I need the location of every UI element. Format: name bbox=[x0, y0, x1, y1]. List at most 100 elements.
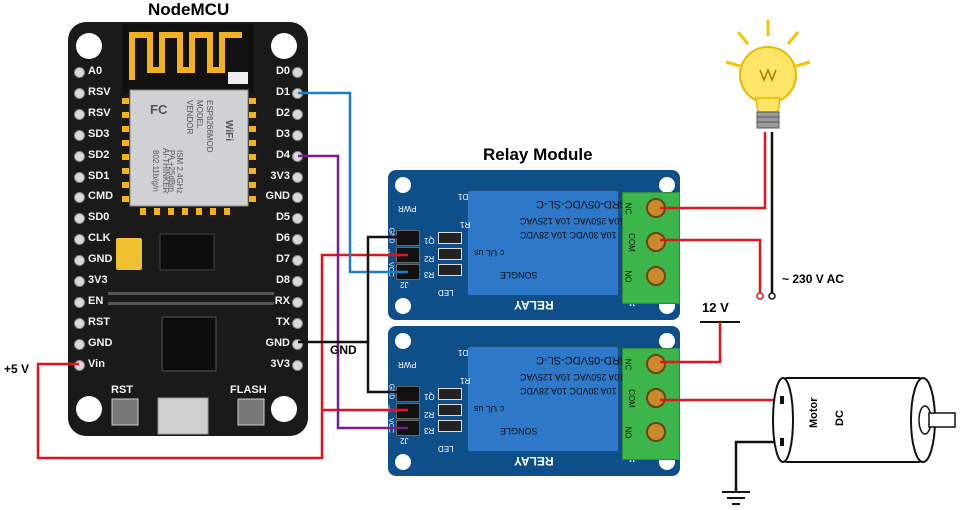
dc-label: DC bbox=[834, 410, 846, 426]
mount-hole bbox=[659, 333, 675, 349]
gnd2-wire bbox=[366, 342, 408, 394]
mount-hole bbox=[395, 454, 411, 470]
pin-header-pad bbox=[74, 234, 85, 245]
right-pin-label: GND bbox=[265, 190, 290, 202]
smd-resistor bbox=[438, 232, 462, 244]
motor-gnd-wire bbox=[734, 440, 782, 492]
smd-resistor bbox=[438, 264, 462, 276]
pin-header-pad bbox=[74, 67, 85, 78]
right-pin-label: D2 bbox=[275, 107, 290, 119]
terminal-screw bbox=[646, 266, 666, 286]
vin-wire bbox=[36, 253, 408, 460]
flash-button bbox=[237, 398, 265, 426]
left-pin-label: GND bbox=[88, 337, 113, 349]
terminal-screw bbox=[646, 422, 666, 442]
mount-hole bbox=[271, 33, 297, 59]
plus-5v-label: +5 V bbox=[4, 362, 30, 376]
pin-header-pad bbox=[292, 67, 303, 78]
supply-12v-label: 12 V bbox=[702, 300, 729, 315]
left-pin-label: SD1 bbox=[88, 170, 110, 182]
motor-12v-wire bbox=[660, 322, 722, 364]
pin-header-pad bbox=[74, 255, 85, 266]
mount-hole bbox=[271, 396, 297, 422]
pin-header-pad bbox=[292, 255, 303, 266]
lamp-com-wire bbox=[660, 238, 762, 295]
pin-header-pad bbox=[292, 109, 303, 120]
left-pin-label: A0 bbox=[88, 65, 103, 77]
pin-header-pad bbox=[292, 360, 303, 371]
pin-header-pad bbox=[292, 130, 303, 141]
left-pin-label: RSV bbox=[88, 86, 111, 98]
left-pin-label: CLK bbox=[88, 232, 111, 244]
right-pin-label: D7 bbox=[275, 253, 290, 265]
left-pin-label: GND bbox=[88, 253, 113, 265]
pin-header-pad bbox=[74, 360, 85, 371]
pin-header-pad bbox=[74, 109, 85, 120]
pin-header-pad bbox=[292, 192, 303, 203]
voltage-regulator bbox=[159, 233, 215, 271]
right-pin-label: D5 bbox=[275, 211, 290, 223]
right-pin-label: D8 bbox=[275, 274, 290, 286]
pin-header-pad bbox=[74, 130, 85, 141]
nodemcu-title: NodeMCU bbox=[148, 0, 230, 19]
mount-hole bbox=[395, 298, 411, 314]
pin-header-pad bbox=[74, 192, 85, 203]
pin-header-pad bbox=[74, 276, 85, 287]
left-pin-label: RST bbox=[88, 316, 110, 328]
esp8266-shield bbox=[129, 89, 249, 207]
antenna-trace-icon bbox=[129, 32, 242, 80]
smd-resistor bbox=[438, 248, 462, 260]
right-pin-label: D1 bbox=[275, 86, 290, 98]
left-pin-label: CMD bbox=[88, 190, 114, 202]
mount-hole bbox=[659, 177, 675, 193]
mount-hole bbox=[395, 333, 411, 349]
flash-button-label: FLASH bbox=[230, 384, 267, 396]
pin-header-pad bbox=[292, 234, 303, 245]
right-pin-label: TX bbox=[275, 316, 290, 328]
right-pin-label: D6 bbox=[275, 232, 290, 244]
right-pin-label: D4 bbox=[275, 149, 290, 161]
light-bulb-icon bbox=[725, 20, 811, 129]
pin-header-pad bbox=[292, 318, 303, 329]
rst-button bbox=[111, 398, 139, 426]
pin-header-pad bbox=[74, 297, 85, 308]
relay-coil-box bbox=[467, 346, 619, 452]
dc-motor-icon bbox=[772, 377, 956, 463]
right-pin-label: D3 bbox=[275, 128, 290, 140]
d1-signal-wire bbox=[298, 91, 408, 274]
ground-symbol-icon bbox=[722, 491, 750, 505]
rst-button-label: RST bbox=[111, 384, 133, 396]
left-pin-label: Vin bbox=[88, 358, 105, 370]
left-pin-label: SD0 bbox=[88, 211, 110, 223]
gnd-label: GND bbox=[330, 343, 357, 357]
right-pin-label: GND bbox=[265, 337, 290, 349]
smd-resistor bbox=[438, 404, 462, 416]
motor-label: Motor bbox=[808, 397, 820, 428]
antenna-chip bbox=[228, 72, 248, 84]
smd-resistor bbox=[438, 420, 462, 432]
pin-header-pad bbox=[74, 213, 85, 224]
left-pin-label: EN bbox=[88, 295, 104, 307]
pin-header-pad bbox=[74, 318, 85, 329]
mount-hole bbox=[395, 177, 411, 193]
pin-header-pad bbox=[74, 339, 85, 350]
pin-header-pad bbox=[74, 151, 85, 162]
left-pin-label: SD3 bbox=[88, 128, 110, 140]
right-pin-label: 3V3 bbox=[270, 358, 290, 370]
fc-mark: FC bbox=[150, 102, 168, 117]
terminal-screw bbox=[646, 232, 666, 252]
left-pin-label: SD2 bbox=[88, 149, 110, 161]
mount-hole bbox=[76, 396, 102, 422]
pin-header-pad bbox=[292, 339, 303, 350]
gnd-wire bbox=[298, 235, 408, 344]
left-pin-label: 3V3 bbox=[88, 274, 108, 286]
mount-hole bbox=[76, 33, 102, 59]
ac-supply-label: ~ 230 V AC bbox=[782, 272, 844, 286]
capacitor bbox=[116, 238, 142, 270]
pin-header-pad bbox=[292, 297, 303, 308]
pin-header-pad bbox=[74, 88, 85, 99]
d4-signal-wire bbox=[298, 154, 408, 430]
